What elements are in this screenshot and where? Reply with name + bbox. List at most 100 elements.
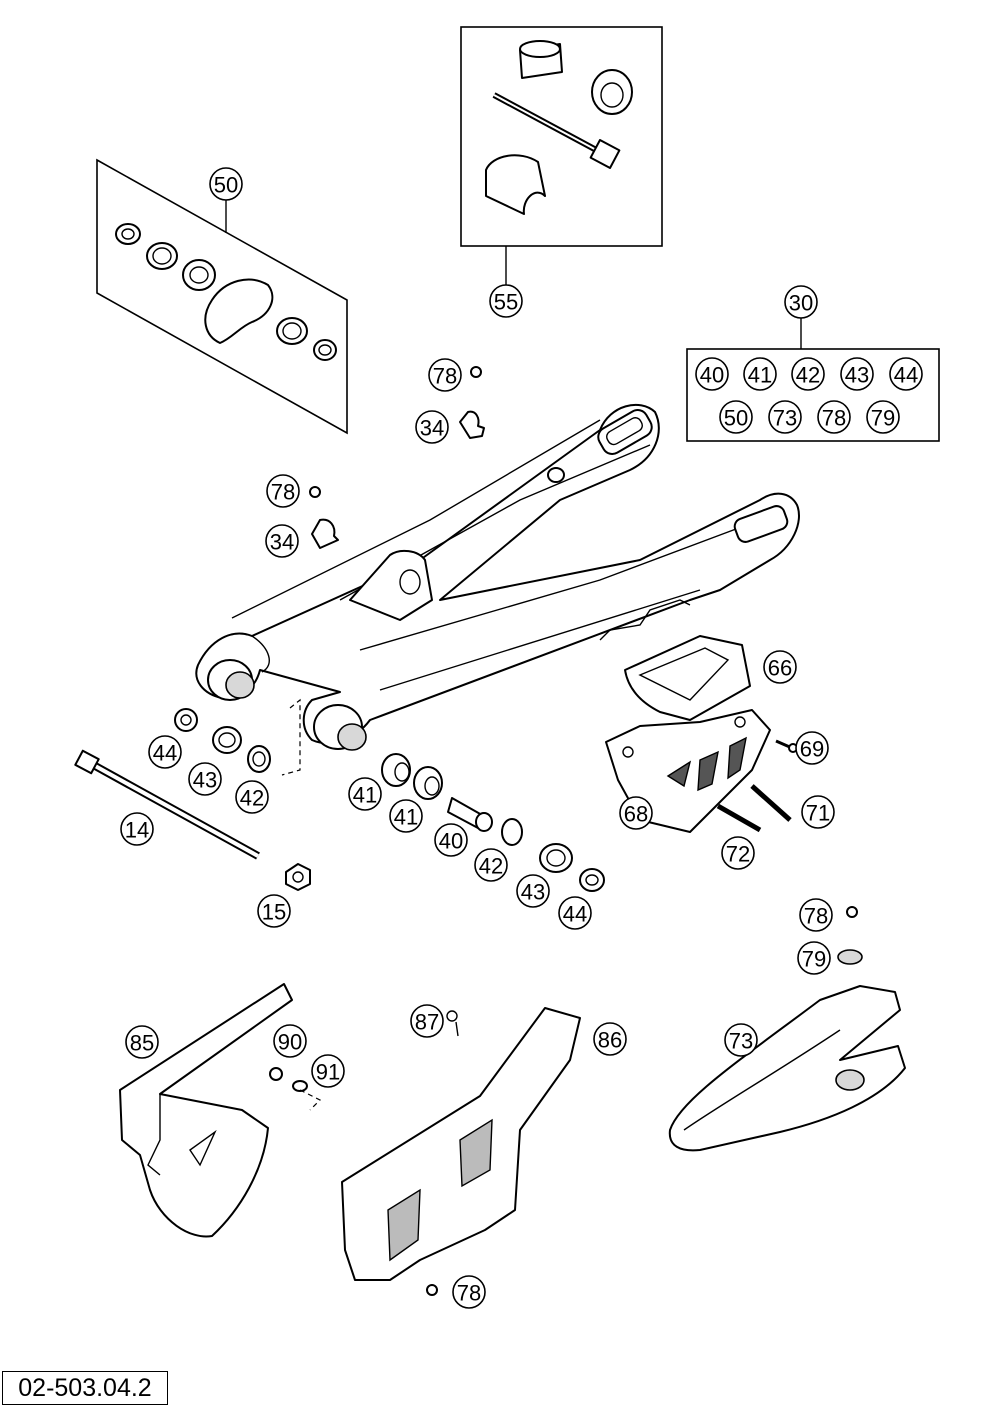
svg-text:41: 41	[394, 805, 418, 830]
callout-50-top: 50	[209, 167, 243, 201]
kit-30-item-44: 44	[889, 357, 923, 391]
callout-78-d: 78	[452, 1275, 486, 1309]
svg-text:73: 73	[729, 1029, 753, 1054]
callout-14: 14	[120, 812, 154, 846]
svg-text:42: 42	[479, 854, 503, 879]
svg-text:41: 41	[353, 783, 377, 808]
svg-text:44: 44	[153, 741, 177, 766]
svg-text:34: 34	[420, 416, 444, 441]
callout-30: 30	[784, 285, 818, 319]
kit-30-item-78: 78	[817, 400, 851, 434]
pivot-kit-55-panel	[460, 26, 663, 285]
kit-30-item-40: 40	[695, 357, 729, 391]
nut-15	[285, 863, 311, 891]
callout-87: 87	[410, 1004, 444, 1038]
callout-44-left: 44	[148, 735, 182, 769]
kit-30-item-50: 50	[719, 400, 753, 434]
kit-30-item-label: 43	[845, 363, 869, 388]
svg-text:72: 72	[726, 842, 750, 867]
svg-text:66: 66	[768, 656, 792, 681]
kit-30-item-label: 42	[796, 363, 820, 388]
svg-text:34: 34	[270, 530, 294, 555]
clamp-34-upper	[459, 366, 485, 439]
svg-text:90: 90	[278, 1030, 302, 1055]
kit-30-item-label: 78	[822, 406, 846, 431]
chain-slider-73	[668, 906, 906, 1152]
svg-text:78: 78	[804, 904, 828, 929]
svg-text:55: 55	[494, 290, 518, 315]
callout-34-a: 34	[415, 410, 449, 444]
repair-kit-30-panel	[686, 318, 940, 442]
callout-85: 85	[125, 1025, 159, 1059]
bearing-kit-50-panel	[96, 158, 348, 435]
callout-43-left: 43	[188, 762, 222, 796]
chain-guide-bracket-86	[341, 1007, 581, 1296]
pivot-axle-14	[74, 749, 260, 860]
callout-79: 79	[797, 941, 831, 975]
svg-text:44: 44	[563, 902, 587, 927]
right-pivot-bearings	[381, 753, 605, 892]
svg-text:91: 91	[316, 1060, 340, 1085]
svg-text:15: 15	[262, 900, 286, 925]
callout-42-left: 42	[235, 780, 269, 814]
svg-text:78: 78	[271, 480, 295, 505]
kit-30-contents: 40 41 42 43 44 50 73 78 79	[695, 357, 923, 434]
callout-66: 66	[763, 650, 797, 684]
callout-72: 72	[721, 836, 755, 870]
clamp-34-lower	[309, 486, 339, 549]
callout-86: 86	[593, 1022, 627, 1056]
kit-30-item-label: 79	[871, 406, 895, 431]
callout-15: 15	[257, 894, 291, 928]
svg-text:30: 30	[789, 291, 813, 316]
svg-text:78: 78	[457, 1281, 481, 1306]
callout-41-b: 41	[389, 799, 423, 833]
svg-text:86: 86	[598, 1028, 622, 1053]
callout-91: 91	[311, 1054, 345, 1088]
svg-text:42: 42	[240, 786, 264, 811]
callout-68: 68	[619, 796, 653, 830]
chain-guard-85	[119, 983, 322, 1238]
callout-90: 90	[273, 1024, 307, 1058]
kit-30-item-43: 43	[840, 357, 874, 391]
callout-55: 55	[489, 284, 523, 318]
callout-44-right: 44	[558, 896, 592, 930]
bolts-71-72	[716, 784, 792, 833]
callout-41-a: 41	[348, 777, 382, 811]
svg-text:43: 43	[521, 880, 545, 905]
svg-text:50: 50	[214, 173, 238, 198]
callout-78-a: 78	[428, 358, 462, 392]
callout-73: 73	[724, 1023, 758, 1057]
svg-text:79: 79	[802, 947, 826, 972]
callout-69: 69	[795, 731, 829, 765]
callout-78-c: 78	[799, 898, 833, 932]
kit-30-item-label: 73	[773, 406, 797, 431]
screw-69	[775, 739, 798, 753]
kit-30-item-label: 40	[700, 363, 724, 388]
kit-30-item-73: 73	[768, 400, 802, 434]
kit-30-item-label: 50	[724, 406, 748, 431]
kit-30-item-41: 41	[743, 357, 777, 391]
callout-42-right: 42	[474, 848, 508, 882]
drawing-reference-number: 02-503.04.2	[2, 1371, 168, 1405]
svg-text:78: 78	[433, 364, 457, 389]
svg-text:43: 43	[193, 768, 217, 793]
svg-text:85: 85	[130, 1031, 154, 1056]
svg-text:68: 68	[624, 802, 648, 827]
svg-text:87: 87	[415, 1010, 439, 1035]
callout-40: 40	[434, 823, 468, 857]
svg-text:40: 40	[439, 829, 463, 854]
callout-78-b: 78	[266, 474, 300, 508]
swingarm-body	[195, 403, 800, 751]
kit-30-item-label: 44	[894, 363, 918, 388]
svg-text:69: 69	[800, 737, 824, 762]
svg-text:14: 14	[125, 818, 149, 843]
callout-43-right: 43	[516, 874, 550, 908]
kit-30-item-79: 79	[866, 400, 900, 434]
callout-34-b: 34	[265, 524, 299, 558]
callout-71: 71	[801, 795, 835, 829]
chain-guide-66	[624, 635, 751, 721]
svg-text:71: 71	[806, 801, 830, 826]
left-pivot-bearings	[174, 698, 301, 776]
kit-30-item-label: 41	[748, 363, 772, 388]
